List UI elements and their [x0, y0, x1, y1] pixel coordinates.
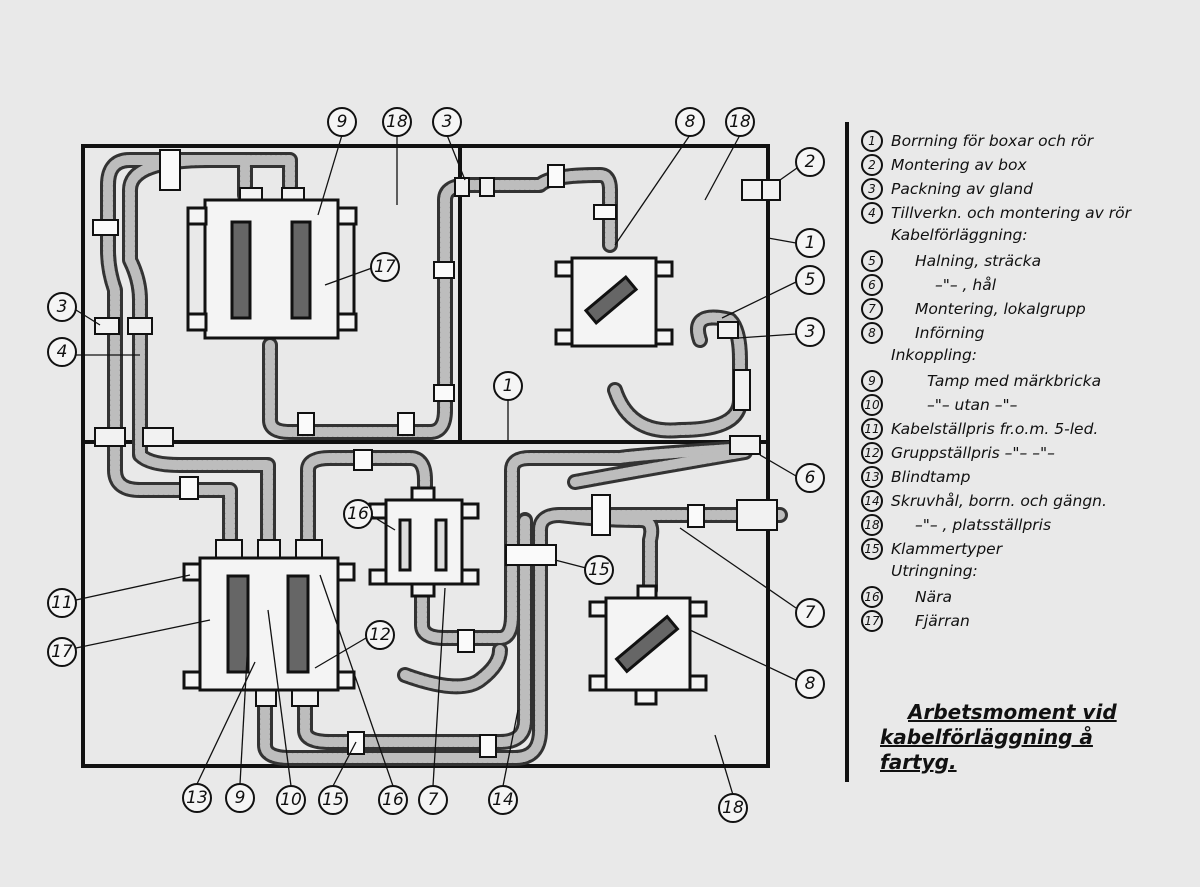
clamps — [92, 149, 705, 758]
callout-label: 15 — [322, 790, 344, 810]
callout-label: 14 — [492, 790, 514, 810]
callout-label: 16 — [347, 504, 369, 524]
callout-label: 7 — [428, 790, 439, 810]
callouts — [47, 107, 825, 823]
junction-box-top-right — [554, 256, 674, 348]
callout-label: 5 — [805, 270, 816, 290]
callout-label: 15 — [588, 560, 610, 580]
legend-item: 18–"– , platsställpris — [861, 514, 1051, 536]
callout-label: 11 — [51, 593, 73, 613]
callout-label: 17 — [374, 257, 396, 277]
callout-label: 4 — [57, 342, 68, 362]
drawing-title: Arbetsmoment vid kabelförläggning å fart… — [880, 700, 1117, 774]
junction-box-bottom-right — [588, 584, 708, 706]
callout-label: 9 — [235, 788, 246, 808]
callout-label: 7 — [805, 603, 816, 623]
junction-box-top-left — [186, 198, 358, 340]
junction-box-bottom-center — [368, 486, 480, 598]
callout-label: 16 — [382, 790, 404, 810]
callout-label: 9 — [337, 112, 348, 132]
callout-label: 1 — [503, 376, 514, 396]
legend-heading: Inkoppling: — [891, 346, 978, 364]
leader-lines — [75, 134, 798, 796]
callout-label: 8 — [805, 674, 816, 694]
callout-labels: 9 18 3 8 18 2 1 5 3 6 7 8 18 3 4 11 17 1… — [51, 112, 815, 818]
legend-item: 10–"– utan –"– — [861, 394, 1017, 416]
callout-label: 3 — [805, 322, 816, 342]
junction-box-bottom-left — [182, 556, 356, 692]
callout-label: 18 — [729, 112, 751, 132]
callout-label: 18 — [722, 798, 744, 818]
callout-label: 6 — [805, 468, 816, 488]
legend-heading: Kabelförläggning: — [891, 226, 1028, 244]
callout-label: 1 — [805, 233, 816, 253]
callout-label: 17 — [51, 642, 73, 662]
callout-label: 10 — [280, 790, 302, 810]
callout-label: 18 — [386, 112, 408, 132]
callout-label: 3 — [442, 112, 453, 132]
legend-item: 6–"– , hål — [861, 274, 996, 296]
callout-label: 13 — [186, 788, 208, 808]
callout-label: 12 — [369, 625, 391, 645]
callout-label: 8 — [685, 112, 696, 132]
callout-label: 3 — [57, 297, 68, 317]
callout-label: 2 — [805, 152, 816, 172]
legend-heading: Utringning: — [891, 562, 978, 580]
